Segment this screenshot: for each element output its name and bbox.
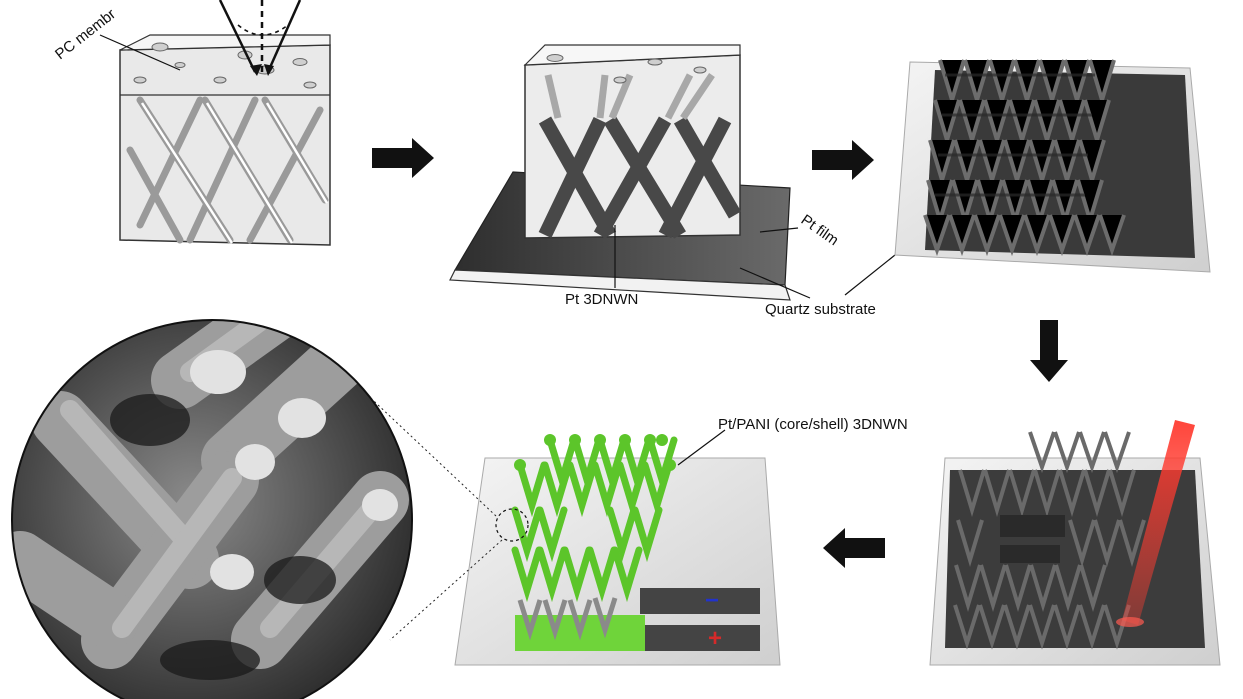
- arrow-right-icon: [812, 140, 874, 180]
- quartz-substrate-label: Quartz substrate: [739, 254, 896, 318]
- minus-electrode-sign: −: [705, 587, 719, 614]
- membrane-on-film: [449, 44, 791, 301]
- svg-text:PC membr: PC membr: [52, 6, 119, 64]
- pc-membrane-block: [119, 0, 331, 246]
- svg-text:Pt 3DNWN: Pt 3DNWN: [565, 291, 638, 308]
- svg-text:Pt film: Pt film: [798, 211, 842, 249]
- pt-3dnwn-label: Pt 3DNWN: [565, 225, 638, 308]
- zoom-lines: [359, 387, 503, 641]
- pani-device: − +: [454, 434, 781, 666]
- pt-nanowire-network: [894, 59, 1211, 273]
- pt-pani-label: Pt/PANI (core/shell) 3DNWN: [677, 416, 908, 466]
- arrow-down-icon: [1030, 320, 1068, 382]
- svg-text:Pt/PANI (core/shell) 3DNWN: Pt/PANI (core/shell) 3DNWN: [718, 416, 908, 433]
- sem-micrograph-inset: [11, 319, 413, 699]
- svg-text:Quartz substrate: Quartz substrate: [765, 301, 876, 318]
- plus-electrode-sign: +: [708, 625, 722, 652]
- laser-patterning: [929, 420, 1221, 666]
- arrow-right-icon: [372, 138, 434, 178]
- arrow-left-icon: [823, 528, 885, 568]
